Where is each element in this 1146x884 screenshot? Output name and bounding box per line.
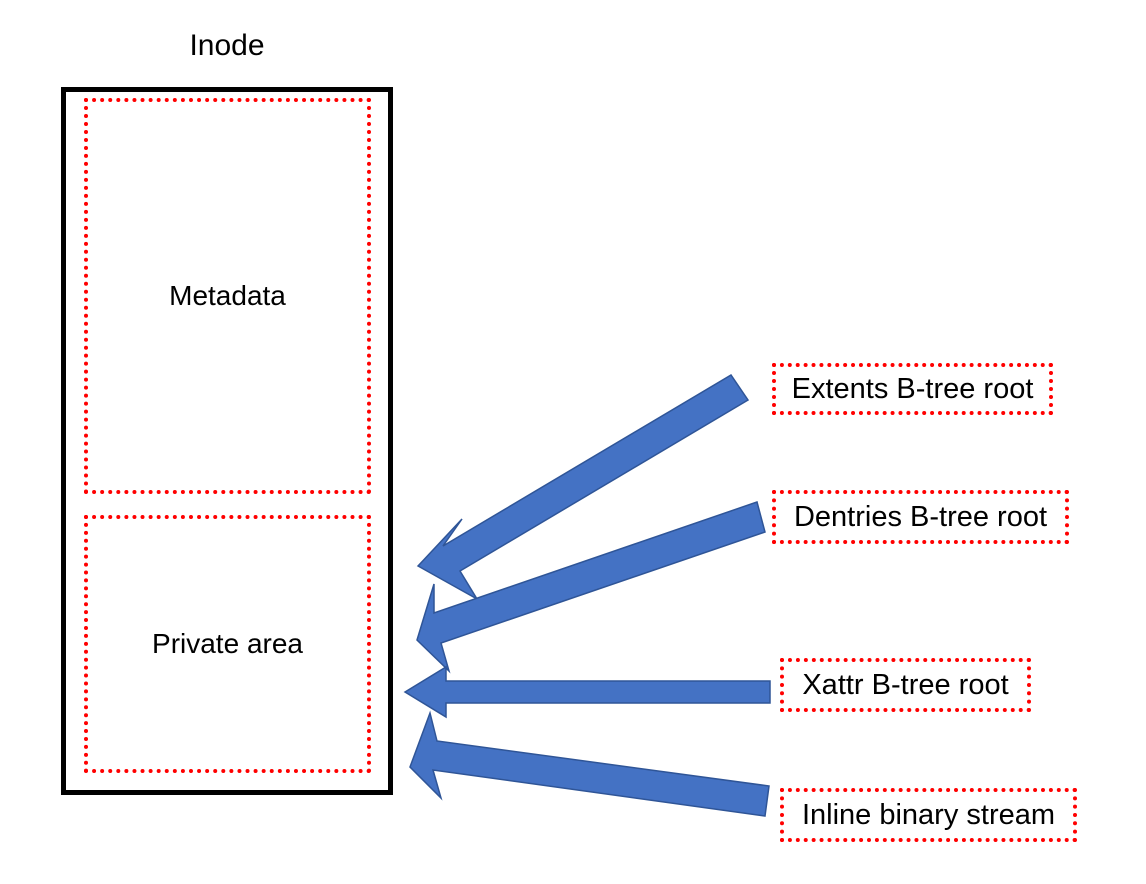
region-label-metadata: Metadata [169,280,286,311]
arrow-extents-icon [416,373,750,602]
callout-dentries-btree-root: Dentries B-tree root [772,490,1069,544]
arrow-xattr-icon [403,665,771,719]
callout-label-inline: Inline binary stream [801,798,1056,831]
inode-region-metadata: Metadata [84,98,371,494]
callout-label-extents: Extents B-tree root [791,372,1034,405]
arrow-inline-icon [409,710,770,817]
inode-box [61,87,393,795]
callout-inline-binary-stream: Inline binary stream [780,788,1077,842]
callout-label-xattr: Xattr B-tree root [802,668,1009,701]
inode-region-private-area: Private area [84,515,371,773]
callout-extents-btree-root: Extents B-tree root [772,363,1053,415]
callout-label-dentries: Dentries B-tree root [793,500,1048,533]
inode-title: Inode [189,29,265,62]
region-label-private-area: Private area [152,628,303,659]
arrow-dentries-icon [416,501,766,674]
callout-xattr-btree-root: Xattr B-tree root [780,658,1031,712]
